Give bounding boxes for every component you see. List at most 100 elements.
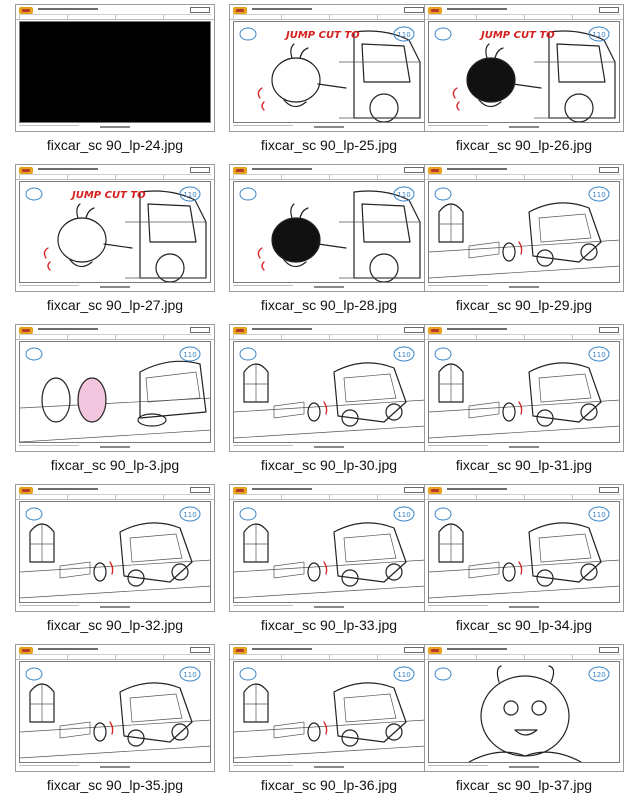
thumbnail-caption[interactable]: fixcar_sc 90_lp-24.jpg xyxy=(46,137,184,153)
thumbnail-caption[interactable]: fixcar_sc 90_lp-3.jpg xyxy=(50,457,180,473)
storyboard-thumbnail[interactable]: 110 xyxy=(424,164,624,292)
brand-logo-icon xyxy=(428,487,442,494)
brand-logo-icon xyxy=(19,487,33,494)
brand-logo-icon xyxy=(428,7,442,14)
brand-logo-icon xyxy=(233,327,247,334)
storyboard-header xyxy=(230,325,428,340)
storyboard-header xyxy=(425,165,623,180)
sketch-drawing: 110 xyxy=(20,666,210,759)
brand-logo-icon xyxy=(19,327,33,334)
page-box xyxy=(599,7,619,13)
page-box xyxy=(599,487,619,493)
storyboard-panel: 110 xyxy=(233,501,425,603)
storyboard-thumbnail[interactable]: 110 xyxy=(229,484,429,612)
thumbnail-caption[interactable]: fixcar_sc 90_lp-36.jpg xyxy=(260,777,398,793)
storyboard-thumbnail[interactable]: 110 xyxy=(229,644,429,772)
storyboard-panel: 110 xyxy=(19,341,211,443)
sketch-drawing: 110 xyxy=(429,186,619,279)
thumbnail-item[interactable]: 120 fixcar_sc 90_lp-37.jpg xyxy=(424,644,624,802)
storyboard-panel: 110 xyxy=(19,661,211,763)
storyboard-thumbnail[interactable]: 110 xyxy=(15,484,215,612)
sketch-drawing: 120 xyxy=(434,665,610,762)
storyboard-thumbnail[interactable]: 110 xyxy=(229,324,429,452)
page-box xyxy=(190,7,210,13)
storyboard-thumbnail[interactable]: 120 xyxy=(424,644,624,772)
page-box xyxy=(599,327,619,333)
brand-logo-icon xyxy=(233,7,247,14)
thumbnail-item[interactable]: 110 fixcar_sc 90_lp-3.jpg xyxy=(15,324,215,482)
page-box xyxy=(190,167,210,173)
thumbnail-caption[interactable]: fixcar_sc 90_lp-35.jpg xyxy=(46,777,184,793)
brand-logo-icon xyxy=(428,167,442,174)
svg-text:110: 110 xyxy=(183,351,196,359)
brand-logo-icon xyxy=(233,487,247,494)
thumbnail-item[interactable]: 110 fixcar_sc 90_lp-29.jpg xyxy=(424,164,624,322)
thumbnail-item[interactable]: 110 fixcar_sc 90_lp-33.jpg xyxy=(229,484,429,642)
thumbnail-item[interactable]: 110 fixcar_sc 90_lp-28.jpg xyxy=(229,164,429,322)
thumbnail-caption[interactable]: fixcar_sc 90_lp-31.jpg xyxy=(455,457,593,473)
page-box xyxy=(190,647,210,653)
thumbnail-item[interactable]: 110 fixcar_sc 90_lp-35.jpg xyxy=(15,644,215,802)
svg-text:110: 110 xyxy=(592,351,605,359)
thumbnail-item[interactable]: 110 fixcar_sc 90_lp-36.jpg xyxy=(229,644,429,802)
svg-text:120: 120 xyxy=(592,671,605,679)
storyboard-header xyxy=(425,325,623,340)
svg-text:110: 110 xyxy=(397,511,410,519)
storyboard-header xyxy=(16,5,214,20)
svg-text:JUMP CUT TO: JUMP CUT TO xyxy=(70,190,146,201)
thumbnail-item[interactable]: 110 fixcar_sc 90_lp-30.jpg xyxy=(229,324,429,482)
storyboard-thumbnail[interactable]: 110 xyxy=(15,644,215,772)
brand-logo-icon xyxy=(19,167,33,174)
thumbnail-caption[interactable]: fixcar_sc 90_lp-32.jpg xyxy=(46,617,184,633)
brand-logo-icon xyxy=(428,647,442,654)
thumbnail-item[interactable]: 110 fixcar_sc 90_lp-31.jpg xyxy=(424,324,624,482)
svg-text:110: 110 xyxy=(592,191,605,199)
svg-text:110: 110 xyxy=(397,671,410,679)
storyboard-header xyxy=(425,485,623,500)
thumbnail-caption[interactable]: fixcar_sc 90_lp-25.jpg xyxy=(260,137,398,153)
storyboard-header xyxy=(16,485,214,500)
storyboard-thumbnail[interactable]: 110 xyxy=(424,324,624,452)
sketch-drawing: 110 xyxy=(234,346,424,439)
thumbnail-item[interactable]: 110 fixcar_sc 90_lp-34.jpg xyxy=(424,484,624,642)
thumbnail-caption[interactable]: fixcar_sc 90_lp-33.jpg xyxy=(260,617,398,633)
storyboard-panel: 110 xyxy=(428,181,620,283)
storyboard-header xyxy=(425,5,623,20)
storyboard-thumbnail[interactable]: 110 xyxy=(424,484,624,612)
thumbnail-caption[interactable]: fixcar_sc 90_lp-27.jpg xyxy=(46,297,184,313)
thumbnail-item[interactable]: fixcar_sc 90_lp-24.jpg xyxy=(15,4,215,162)
sketch-drawing: 110 xyxy=(234,506,424,599)
thumbnail-caption[interactable]: fixcar_sc 90_lp-29.jpg xyxy=(455,297,593,313)
brand-logo-icon xyxy=(19,647,33,654)
storyboard-thumbnail[interactable]: 110 xyxy=(229,164,429,292)
thumbnail-caption[interactable]: fixcar_sc 90_lp-26.jpg xyxy=(455,137,593,153)
brand-logo-icon xyxy=(233,647,247,654)
svg-text:JUMP CUT TO: JUMP CUT TO xyxy=(284,30,360,41)
sketch-drawing: 110 xyxy=(429,506,619,599)
thumbnail-caption[interactable]: fixcar_sc 90_lp-34.jpg xyxy=(455,617,593,633)
page-box xyxy=(190,487,210,493)
svg-text:110: 110 xyxy=(183,511,196,519)
thumbnail-caption[interactable]: fixcar_sc 90_lp-30.jpg xyxy=(260,457,398,473)
svg-text:110: 110 xyxy=(397,351,410,359)
storyboard-header xyxy=(230,5,428,20)
thumbnail-caption[interactable]: fixcar_sc 90_lp-37.jpg xyxy=(455,777,593,793)
brand-logo-icon xyxy=(428,327,442,334)
brand-logo-icon xyxy=(233,167,247,174)
storyboard-header xyxy=(230,165,428,180)
thumbnail-caption[interactable]: fixcar_sc 90_lp-28.jpg xyxy=(260,297,398,313)
storyboard-thumbnail[interactable]: 110 xyxy=(15,324,215,452)
thumbnail-item[interactable]: 110 fixcar_sc 90_lp-32.jpg xyxy=(15,484,215,642)
page-box xyxy=(404,7,424,13)
storyboard-thumbnail[interactable] xyxy=(15,4,215,132)
